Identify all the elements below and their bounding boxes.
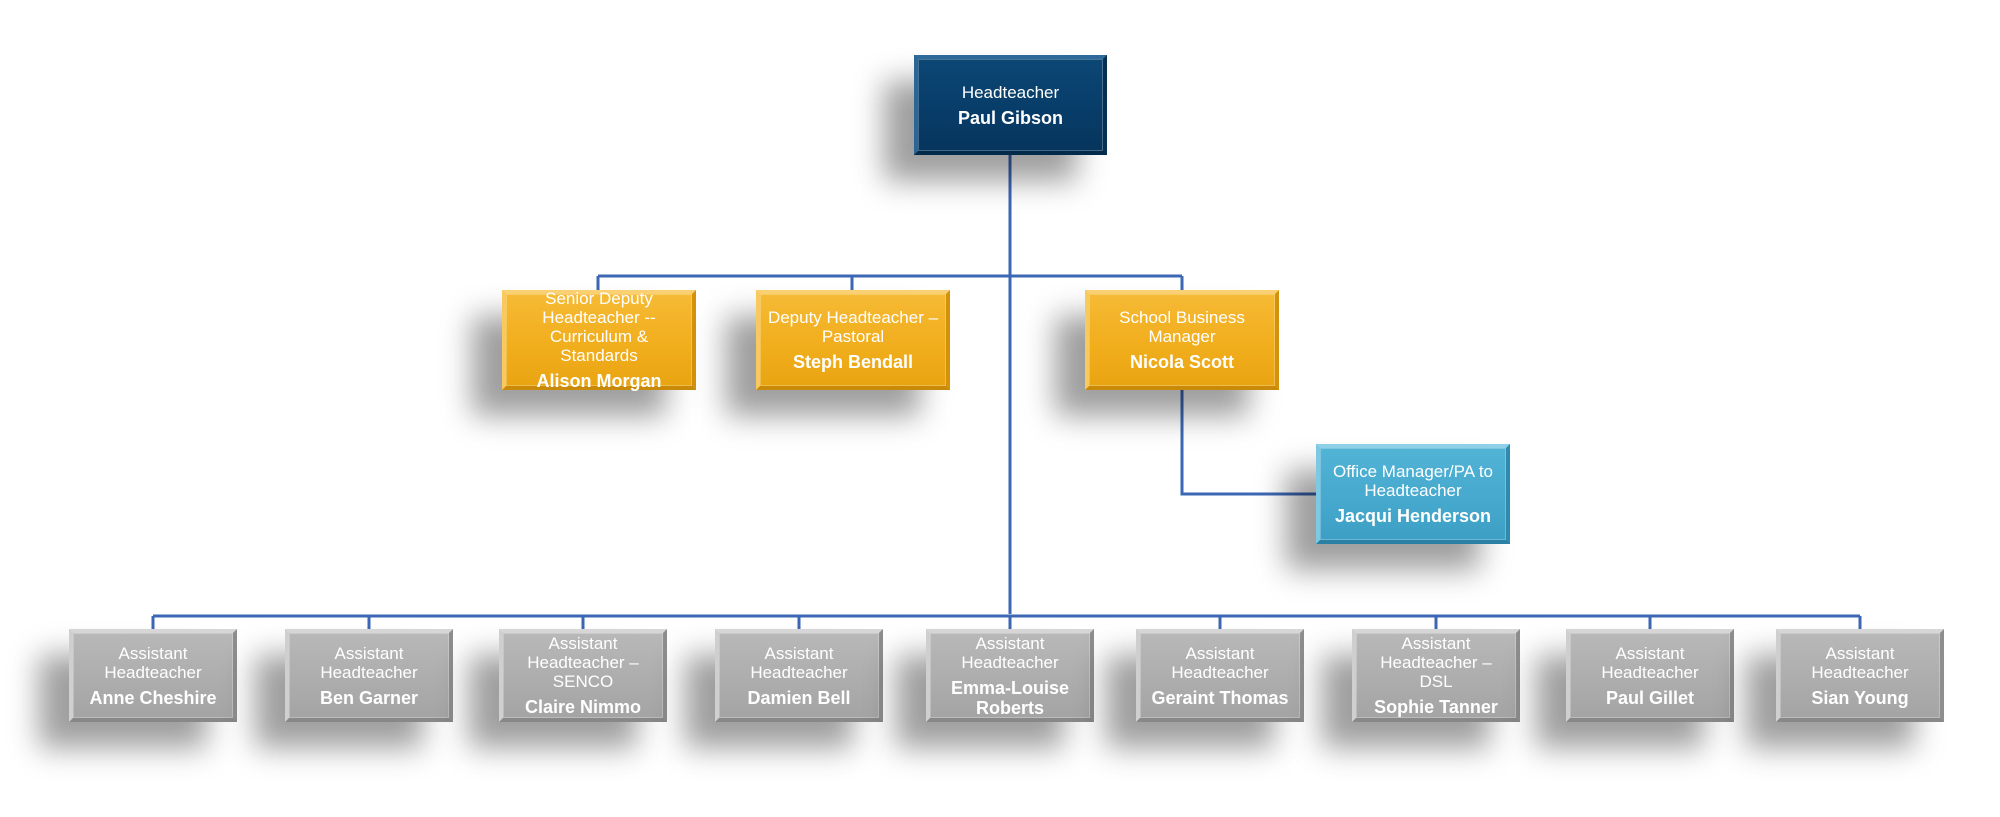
office-manager-box: Office Manager/PA to Headteacher Jacqui …	[1316, 444, 1510, 544]
deputy-box-senior: Senior Deputy Headteacher -- Curriculum …	[502, 289, 696, 391]
assistant-name: Anne Cheshire	[89, 687, 217, 708]
assistant-role: Assistant Headteacher	[1811, 643, 1909, 682]
assistant-box: Assistant Headteacher Emma-Louise Robert…	[926, 629, 1094, 722]
assistant-box: Assistant Headteacher – DSL Sophie Tanne…	[1352, 629, 1520, 722]
deputy-role-senior: Senior Deputy Headteacher -- Curriculum …	[542, 289, 656, 365]
assistant-role: Assistant Headteacher	[750, 643, 848, 682]
assistant-box: Assistant Headteacher Anne Cheshire	[69, 629, 237, 722]
assistant-role: Assistant Headteacher	[1171, 643, 1269, 682]
assistant-box: Assistant Headteacher Damien Bell	[715, 629, 883, 722]
assistant-box: Assistant Headteacher Ben Garner	[285, 629, 453, 722]
assistant-name: Claire Nimmo	[524, 697, 642, 717]
assistant-name: Ben Garner	[319, 687, 419, 708]
assistant-role: Assistant Headteacher	[1601, 643, 1699, 682]
assistant-box: Assistant Headteacher Geraint Thomas	[1136, 629, 1304, 722]
assistant-role: Assistant Headteacher	[961, 633, 1059, 672]
headteacher-box: Headteacher Paul Gibson	[914, 55, 1107, 155]
deputy-name-senior: Alison Morgan	[536, 371, 662, 391]
office-manager-role: Office Manager/PA to Headteacher	[1332, 462, 1493, 500]
headteacher-name: Paul Gibson	[957, 107, 1063, 128]
assistant-name: Paul Gillet	[1605, 687, 1695, 708]
headteacher-role: Headteacher	[961, 82, 1060, 102]
assistant-name: Sian Young	[1811, 687, 1909, 708]
assistant-box: Assistant Headteacher Paul Gillet	[1566, 629, 1734, 722]
assistant-name: Geraint Thomas	[1151, 687, 1289, 708]
assistant-role: Assistant Headteacher	[104, 643, 202, 682]
assistant-box: Assistant Headteacher – SENCO Claire Nim…	[499, 629, 667, 722]
assistant-name: Emma-Louise Roberts	[950, 677, 1070, 718]
office-manager-name: Jacqui Henderson	[1334, 506, 1492, 526]
assistant-role: Assistant Headteacher – SENCO	[527, 634, 639, 691]
deputy-name-business: Nicola Scott	[1129, 352, 1235, 372]
connector-office	[1180, 388, 1318, 496]
deputy-role-pastoral: Deputy Headteacher – Pastoral	[767, 308, 939, 346]
deputy-name-pastoral: Steph Bendall	[792, 352, 913, 372]
assistant-role: Assistant Headteacher – DSL	[1380, 634, 1492, 691]
deputy-box-pastoral: Deputy Headteacher – Pastoral Steph Bend…	[756, 290, 950, 390]
deputy-box-business: School Business Manager Nicola Scott	[1085, 290, 1279, 390]
assistant-box: Assistant Headteacher Sian Young	[1776, 629, 1944, 722]
assistant-role: Assistant Headteacher	[320, 643, 418, 682]
deputy-role-business: School Business Manager	[1119, 308, 1245, 346]
assistant-name: Damien Bell	[747, 687, 851, 708]
assistant-name: Sophie Tanner	[1374, 697, 1498, 717]
